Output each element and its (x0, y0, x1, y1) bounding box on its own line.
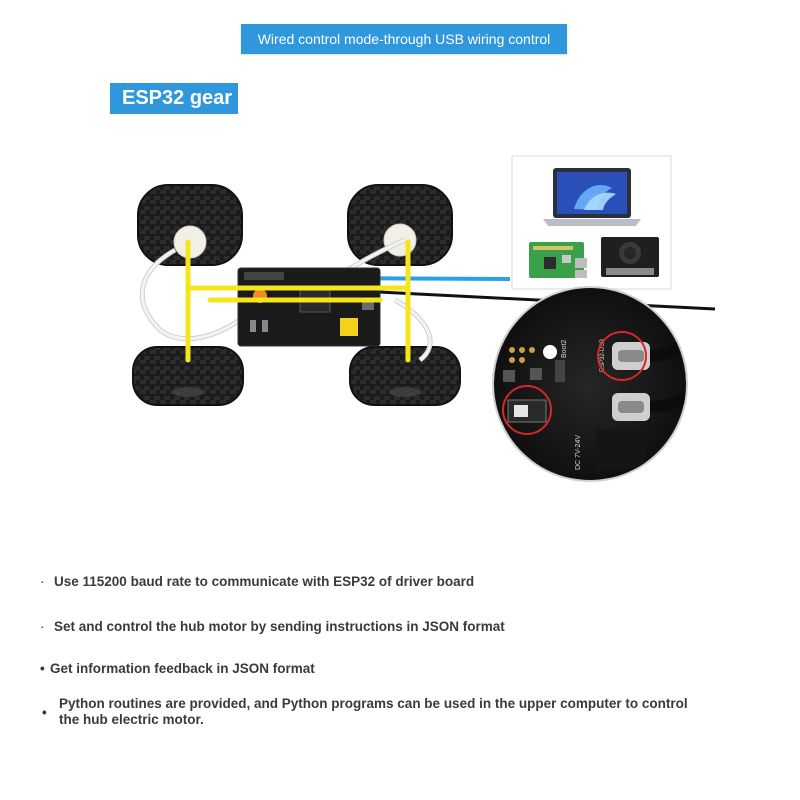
wheel-front-right (347, 184, 453, 266)
driver-board (237, 267, 381, 347)
bullet-baud-rate: · Use 115200 baud rate to communicate wit… (40, 574, 474, 589)
raspberry-pi-icon (529, 242, 587, 278)
bullet-json-feedback: • Get information feedback in JSON format (40, 661, 315, 676)
bullet-python-routines: • Python routines are provided, and Pytho… (40, 696, 689, 728)
bullet-marker: · (40, 619, 45, 634)
wheel-rear-right (349, 346, 461, 406)
bullet-json-control: · Set and control the hub motor by sendin… (40, 619, 505, 634)
bullet-text: Use 115200 baud rate to communicate with… (54, 574, 475, 589)
laptop-icon (543, 168, 641, 226)
bullet-marker: • (40, 661, 45, 676)
bullet-marker: · (40, 574, 45, 589)
mode-banner: Wired control mode-through USB wiring co… (241, 24, 567, 54)
wheel-rear-left (132, 346, 244, 406)
jetson-board-icon (601, 237, 659, 277)
bullet-text: Python routines are provided, and Python… (59, 696, 688, 727)
bullet-text: Get information feedback in JSON format (50, 661, 315, 676)
boot-label: Boot2 (561, 340, 568, 358)
board-closeup: Boot2 ESP32-USB DC 7V-24V (492, 286, 688, 482)
switch-highlight (502, 385, 552, 435)
yellow-wires (185, 239, 411, 363)
bullet-text: Set and control the hub motor by sending… (54, 619, 505, 634)
usb-port-highlight (597, 331, 647, 381)
wiring-diagram: Boot2 ESP32-USB DC 7V-24V (132, 155, 716, 482)
section-title: ESP32 gear (110, 83, 238, 114)
power-label: DC 7V-24V (575, 435, 582, 470)
bullet-marker: • (42, 705, 47, 720)
host-devices-panel (511, 155, 672, 290)
esp-usb-label: ESP32-USB (600, 339, 606, 372)
